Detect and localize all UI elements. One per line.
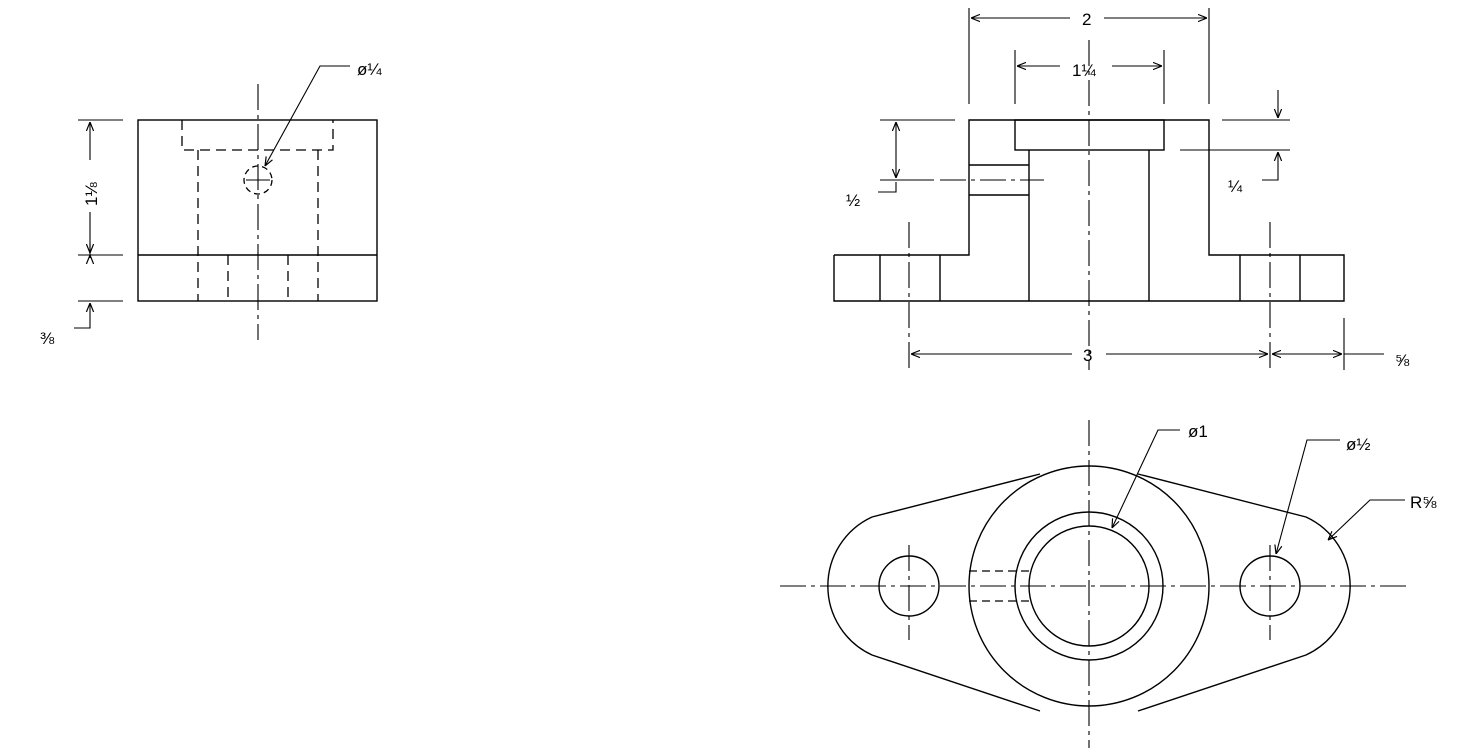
side-hole-leader xyxy=(265,65,350,166)
top-view: ø1 ø½ R⅝ xyxy=(780,420,1437,748)
front-view: 2 1¼ ½ ¼ 3 ⅝ xyxy=(833,8,1410,370)
front-boss-width-label: 1¼ xyxy=(1072,61,1096,80)
front-spacing-label: 3 xyxy=(1083,346,1092,365)
front-flange-end-label: ⅝ xyxy=(1395,351,1410,370)
front-hole-height-label: ½ xyxy=(846,191,860,210)
top-bore-dia-label: ø1 xyxy=(1188,422,1208,441)
top-hole-dia-label: ø½ xyxy=(1346,435,1371,454)
front-width-2-label: 2 xyxy=(1082,10,1091,29)
front-view-outline xyxy=(833,119,1345,302)
side-hole-dia-label: ø¼ xyxy=(357,60,382,79)
front-cb-depth-label: ¼ xyxy=(1228,177,1243,196)
top-flange-radius-label: R⅝ xyxy=(1410,493,1437,512)
side-view-hole xyxy=(243,165,273,195)
side-height-label: 1⅛ xyxy=(82,182,101,206)
side-base-label: ⅜ xyxy=(40,329,55,348)
side-view: ø¼ 1⅛ ⅜ xyxy=(40,60,382,348)
